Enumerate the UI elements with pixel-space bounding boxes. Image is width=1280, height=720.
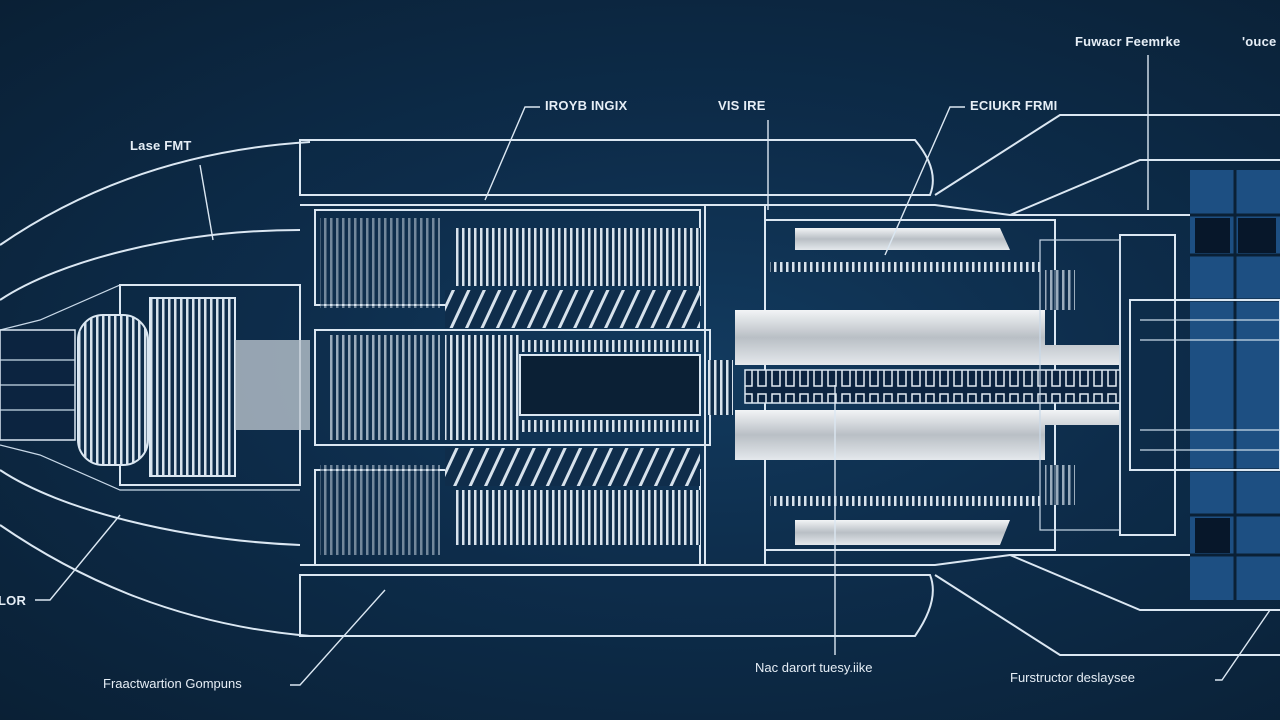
leader-lines [35,55,1271,686]
label-bottom-left: Fraactwartion Gompuns [103,676,242,691]
lower-silver-bar [795,520,1010,545]
upper-shaft [735,310,1120,365]
label-left-bottom: LOR [0,593,26,608]
compressor-upper [314,209,701,328]
turbine-section [704,204,1121,566]
label-top-center-3: ECIUKR FRMI [970,98,1057,113]
label-top-center-2: VIS IRE [718,98,766,113]
label-bottom-right: Furstructor deslaysee [1010,670,1135,685]
rear-housing [1119,234,1176,536]
label-bottom-center: Nac darort tuesy.iike [755,660,873,675]
upper-silver-bar [795,228,1010,250]
rear-fin-structure [934,114,1280,656]
compressor-lower [314,448,701,566]
label-top-right-1: Fuwacr Feemrke [1075,34,1180,49]
label-top-right-2: 'ouce [1242,34,1276,49]
label-top-center-1: IROYB INGIX [545,98,628,113]
outer-hull [0,139,1280,637]
lower-shaft [735,410,1120,460]
compressor-core [314,329,711,446]
front-fan [0,284,310,486]
label-top-left: Lase FMT [130,138,192,153]
central-shaft-grid [744,369,1121,404]
